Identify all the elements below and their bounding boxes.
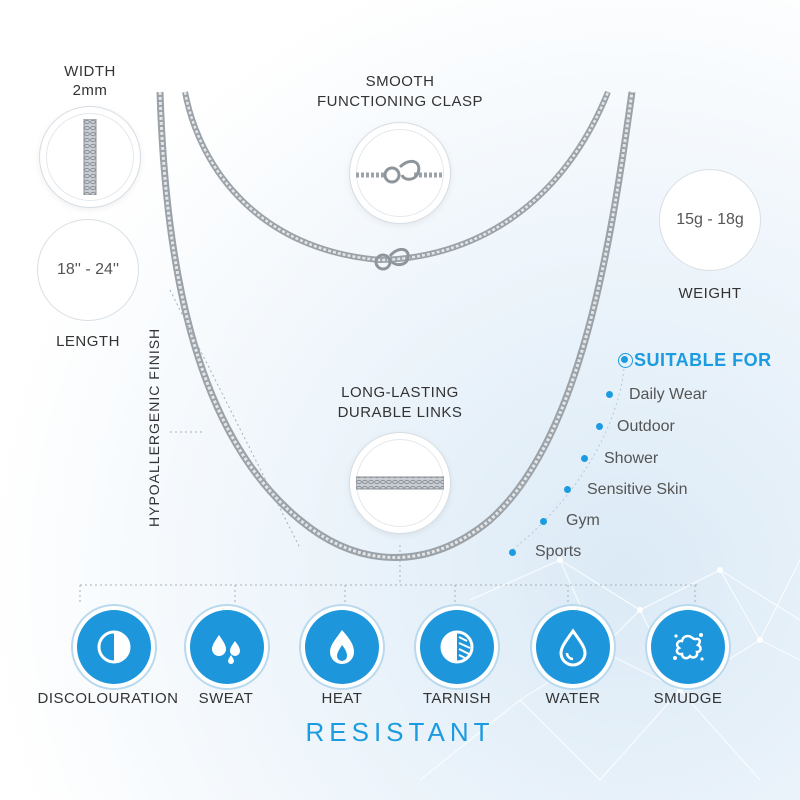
suitable-item: Sensitive Skin <box>587 481 688 498</box>
weight-chip: 15g - 18g <box>660 170 760 270</box>
length-label: LENGTH <box>56 333 120 350</box>
heat-icon <box>305 610 379 684</box>
water-icon <box>536 610 610 684</box>
clasp-label: SMOOTH FUNCTIONING CLASP <box>316 73 483 110</box>
smudge-label: SMUDGE <box>653 690 723 707</box>
drops-icon <box>212 635 240 664</box>
splat-icon <box>673 633 704 661</box>
suitable-title: SUITABLE FOR <box>634 350 772 370</box>
tarnish-icon-badge <box>420 610 494 684</box>
length-chip: 18'' - 24'' <box>38 220 138 320</box>
suitable-item: Sports <box>535 543 582 560</box>
links-label: LONG-LASTING DURABLE LINKS <box>337 384 463 421</box>
suitable-item: Outdoor <box>617 418 675 435</box>
discolouration-icon <box>77 610 151 684</box>
smudge-icon <box>651 610 725 684</box>
tarnish-label: TARNISH <box>422 690 492 707</box>
suitable-curve <box>511 368 625 551</box>
width-detail-circle <box>40 107 140 207</box>
suitable-item: Shower <box>604 450 659 467</box>
half-circle-icon <box>97 630 131 664</box>
suitable-for-list: SUITABLE FOR Daily Wear Outdoor Shower S… <box>500 345 800 575</box>
heat-label: HEAT <box>321 690 363 707</box>
water-drop-icon <box>559 628 587 667</box>
weight-label: WEIGHT <box>678 285 742 302</box>
chain-width-icon <box>83 119 97 195</box>
links-detail-circle <box>350 433 450 533</box>
suitable-item: Daily Wear <box>629 386 707 403</box>
clasp-detail-circle <box>350 123 450 223</box>
resistant-title: RESISTANT <box>305 717 495 747</box>
water-label: WATER <box>545 690 601 707</box>
suitable-item: Gym <box>566 512 600 529</box>
clasp-icon <box>356 159 444 184</box>
finish-label: HYPOALLERGENIC FINISH <box>146 327 162 527</box>
suitable-title-bullet <box>618 353 633 368</box>
discolouration-label: DISCOLOURATION <box>37 690 179 707</box>
sweat-label: SWEAT <box>198 690 254 707</box>
width-label: WIDTH 2mm <box>64 63 116 99</box>
sweat-icon <box>190 610 264 684</box>
flame-icon <box>330 630 354 664</box>
tarnish-icon <box>440 630 474 664</box>
chain-links-icon <box>356 476 444 490</box>
